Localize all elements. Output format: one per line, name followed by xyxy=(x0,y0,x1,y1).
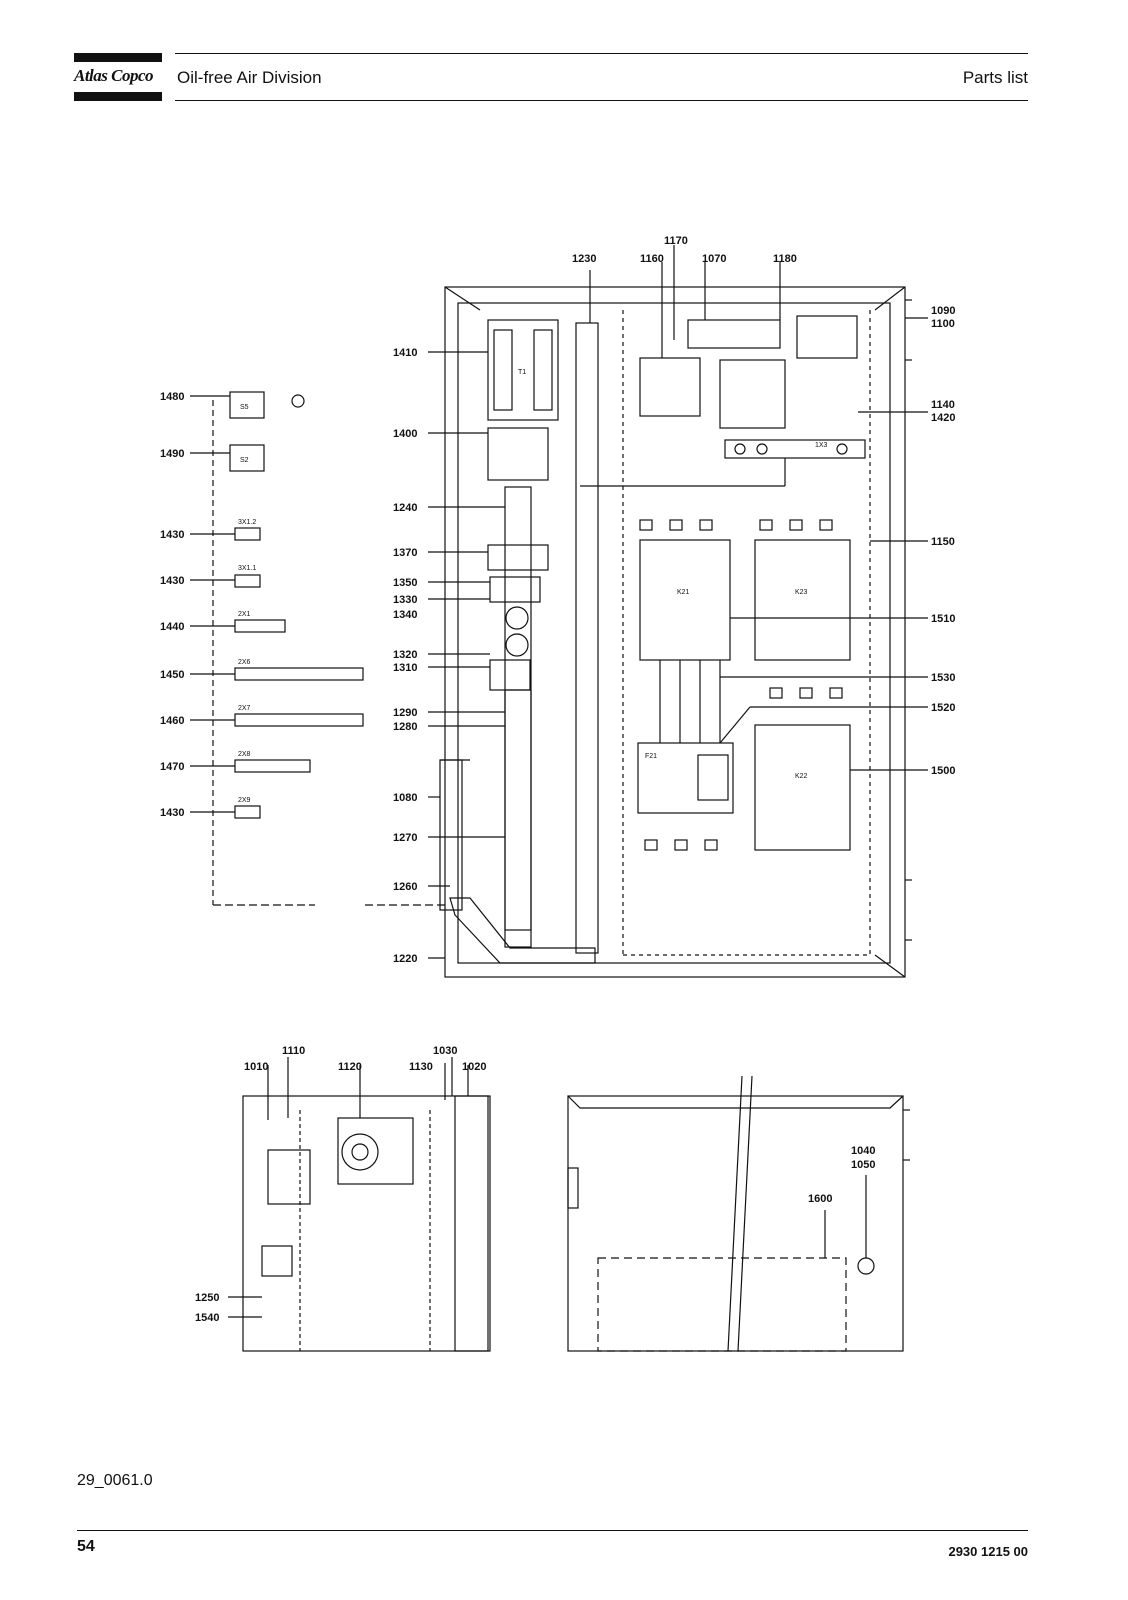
switch-block xyxy=(487,427,549,481)
callout-1510: 1510 xyxy=(931,613,955,625)
callout-1440: 1440 xyxy=(160,621,184,633)
callout-1270: 1270 xyxy=(393,832,417,844)
contactor-k21 xyxy=(639,539,731,661)
callout-1010: 1010 xyxy=(244,1061,268,1073)
callout-1250: 1250 xyxy=(195,1292,219,1304)
callout-1140: 1140 xyxy=(931,399,955,411)
callout-1430-c: 1430 xyxy=(160,807,184,819)
division-title: Oil-free Air Division xyxy=(177,68,322,87)
page-number: 54 xyxy=(77,1538,95,1555)
callout-1370: 1370 xyxy=(393,547,417,559)
callout-1180: 1180 xyxy=(773,253,797,265)
callout-1170: 1170 xyxy=(664,235,688,247)
callout-1480: 1480 xyxy=(160,391,184,403)
label-f21: F21 xyxy=(645,753,657,760)
callout-1090: 1090 xyxy=(931,305,955,317)
callout-1420: 1420 xyxy=(931,412,955,424)
callout-1450: 1450 xyxy=(160,669,184,681)
callout-1430-a: 1430 xyxy=(160,529,184,541)
terminal-2x9: 2X9 xyxy=(238,797,251,804)
logo-bar-top xyxy=(74,53,162,62)
callout-1320: 1320 xyxy=(393,649,417,661)
terminal-2x7: 2X7 xyxy=(238,705,251,712)
callout-1020: 1020 xyxy=(462,1061,486,1073)
terminal-2x1: 2X1 xyxy=(238,611,251,618)
header-rule-top xyxy=(175,53,1028,54)
label-k23: K23 xyxy=(795,589,808,596)
callout-1070: 1070 xyxy=(702,253,726,265)
figure-code: 29_0061.0 xyxy=(77,1472,153,1489)
transformer-t1 xyxy=(487,319,559,421)
callout-1050: 1050 xyxy=(851,1159,875,1171)
din-rail xyxy=(504,486,532,948)
callout-1290: 1290 xyxy=(393,707,417,719)
callout-1120: 1120 xyxy=(338,1061,362,1073)
fan-unit xyxy=(337,1117,414,1185)
cabinet-inner xyxy=(457,302,891,964)
key-switch-s5 xyxy=(229,391,265,419)
terminal-3x1-2: 3X1.2 xyxy=(238,519,256,526)
terminal-3x1-1: 3X1.1 xyxy=(238,565,256,572)
footer-rule xyxy=(77,1530,1028,1531)
document-number: 2930 1215 00 xyxy=(948,1544,1028,1559)
label-s5: S5 xyxy=(240,404,249,411)
logo-bar-bottom xyxy=(74,92,162,101)
door-lock xyxy=(857,1257,875,1275)
cable-duct xyxy=(575,322,599,954)
label-1x3: 1X3 xyxy=(815,442,828,449)
callout-1080: 1080 xyxy=(393,792,417,804)
contactor-k22 xyxy=(754,724,851,851)
callout-1260: 1260 xyxy=(393,881,417,893)
callout-1240: 1240 xyxy=(393,502,417,514)
contactor-k23 xyxy=(754,539,851,661)
brand-logo: Atlas Copco xyxy=(74,66,154,85)
callout-1500: 1500 xyxy=(931,765,955,777)
callout-1530: 1530 xyxy=(931,672,955,684)
callout-1600: 1600 xyxy=(808,1193,832,1205)
cabinet-door-view xyxy=(567,1095,904,1352)
callout-1280: 1280 xyxy=(393,721,417,733)
callout-1150: 1150 xyxy=(931,536,955,548)
callout-1340: 1340 xyxy=(393,609,417,621)
callout-1430-b: 1430 xyxy=(160,575,184,587)
label-t1: T1 xyxy=(518,369,526,376)
label-s2: S2 xyxy=(240,457,249,464)
cabinet-side-view xyxy=(242,1095,489,1352)
callout-1400: 1400 xyxy=(393,428,417,440)
callout-1110: 1110 xyxy=(282,1045,305,1057)
callout-1230: 1230 xyxy=(572,253,596,265)
label-k22: K22 xyxy=(795,773,808,780)
fuse-f21 xyxy=(637,742,734,814)
callout-1160: 1160 xyxy=(640,253,664,265)
callout-1470: 1470 xyxy=(160,761,184,773)
callout-1100: 1100 xyxy=(931,318,955,330)
callout-1330: 1330 xyxy=(393,594,417,606)
label-k21: K21 xyxy=(677,589,690,596)
terminal-2x8: 2X8 xyxy=(238,751,251,758)
button-s2 xyxy=(229,444,265,472)
cabinet-outer xyxy=(444,286,906,978)
busbar-1x3 xyxy=(724,439,866,459)
callout-1130: 1130 xyxy=(409,1061,433,1073)
callout-1540: 1540 xyxy=(195,1312,219,1324)
terminal-2x6: 2X6 xyxy=(238,659,251,666)
callout-1350: 1350 xyxy=(393,577,417,589)
callout-1490: 1490 xyxy=(160,448,184,460)
header-rule-bottom xyxy=(175,100,1028,101)
section-title: Parts list xyxy=(962,68,1028,87)
callout-1460: 1460 xyxy=(160,715,184,727)
callout-1030: 1030 xyxy=(433,1045,457,1057)
callout-1310: 1310 xyxy=(393,662,417,674)
callout-1520: 1520 xyxy=(931,702,955,714)
callout-1220: 1220 xyxy=(393,953,417,965)
callout-1410: 1410 xyxy=(393,347,417,359)
callout-1040: 1040 xyxy=(851,1145,875,1157)
